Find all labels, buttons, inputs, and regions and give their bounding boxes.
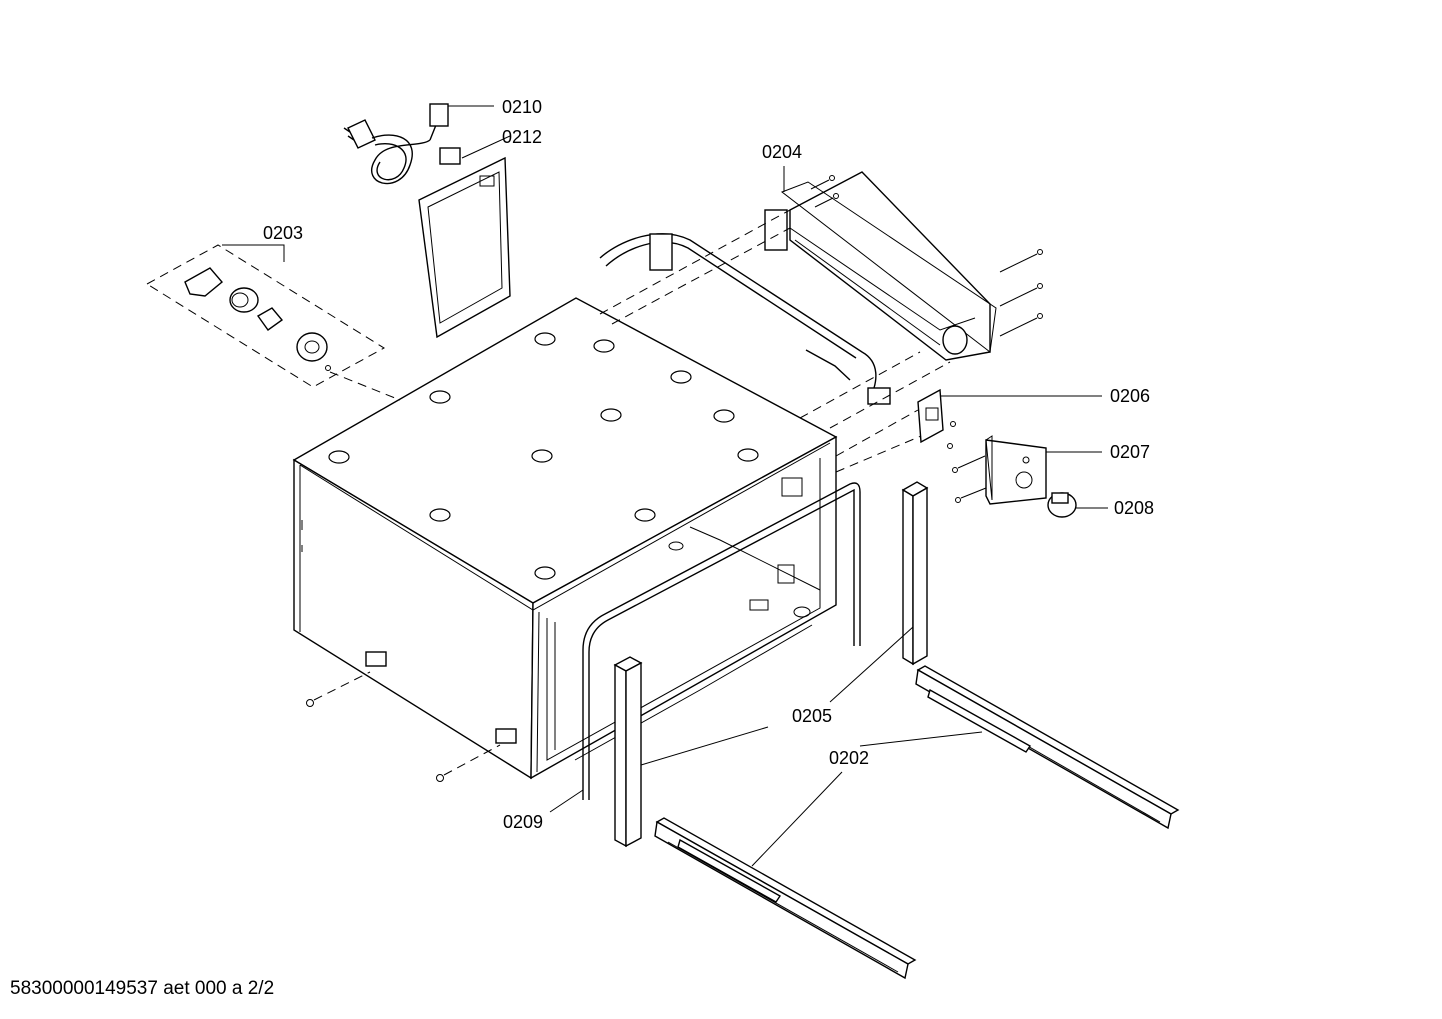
switch-assembly xyxy=(917,388,1077,518)
housing-box xyxy=(292,297,838,780)
assembly-lines xyxy=(329,209,951,473)
label-0202: 0202 xyxy=(829,748,869,768)
document-footer-code: 58300000149537 aet 000 a 2/2 xyxy=(10,978,275,999)
side-posts xyxy=(613,481,929,848)
fan-unit xyxy=(599,171,1043,405)
housing-screws xyxy=(306,671,501,782)
label-0206: 0206 xyxy=(1110,386,1150,406)
label-0212: 0212 xyxy=(502,127,542,147)
door-seal xyxy=(582,482,861,800)
label-0209: 0209 xyxy=(503,812,543,832)
label-0203: 0203 xyxy=(263,223,303,243)
part-number-labels: 0210 0212 0204 0203 0206 0207 0208 0205 … xyxy=(263,97,1154,832)
label-0210: 0210 xyxy=(502,97,542,117)
motor-group xyxy=(146,244,385,388)
telescopic-rails xyxy=(654,665,1180,980)
label-0208: 0208 xyxy=(1114,498,1154,518)
rear-frame-panel xyxy=(418,156,511,339)
label-0205: 0205 xyxy=(792,706,832,726)
top-face-holes xyxy=(328,332,759,580)
label-0204: 0204 xyxy=(762,142,802,162)
leader-lines xyxy=(222,105,1108,867)
label-0207: 0207 xyxy=(1110,442,1150,462)
power-cable xyxy=(343,103,461,185)
